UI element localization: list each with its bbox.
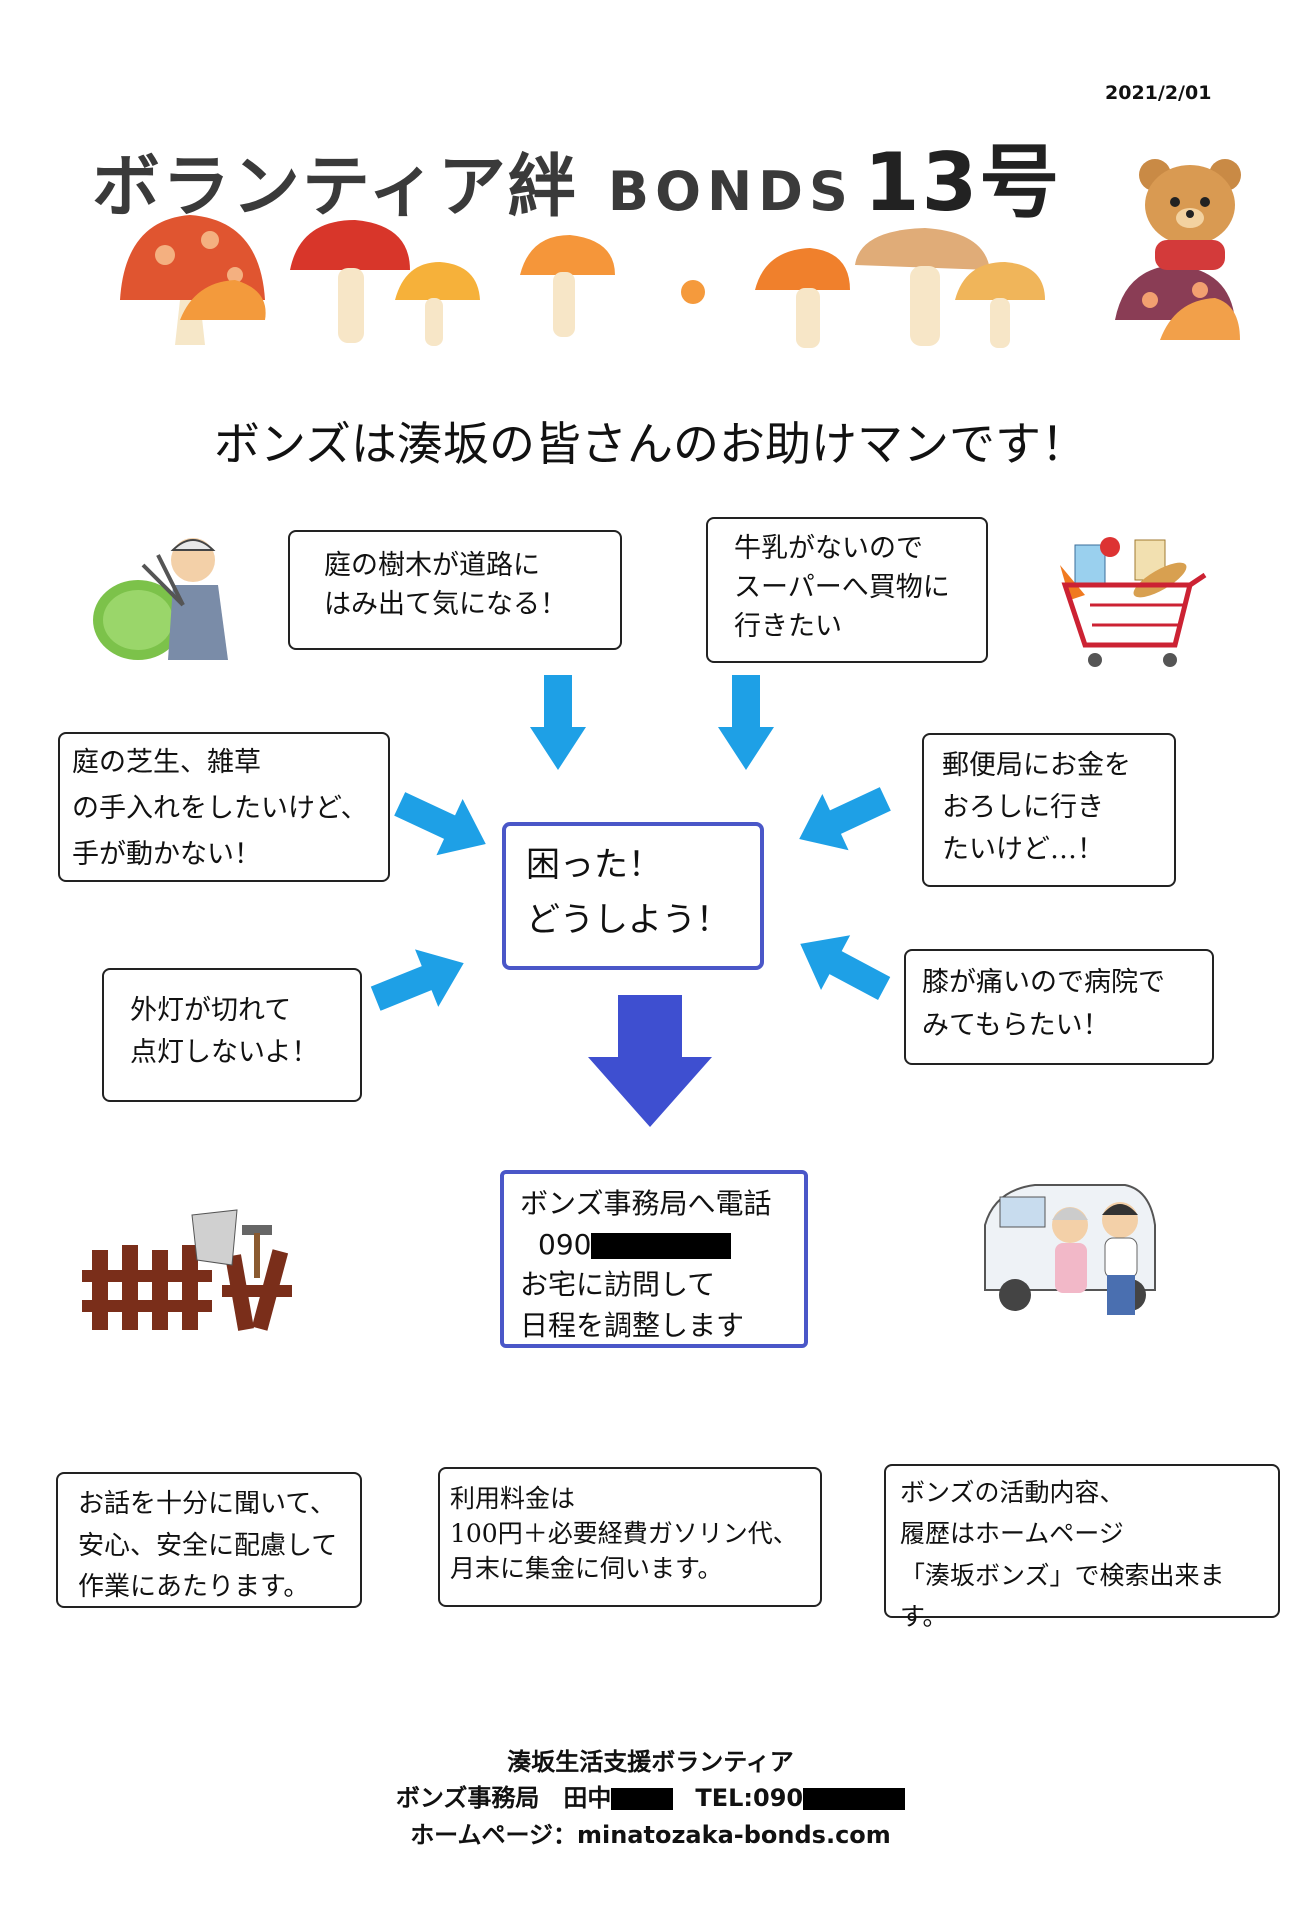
footer-office: ボンズ事務局 田中 [395,1784,612,1812]
info-web: ボンズの活動内容、 履歴はホームページ 「湊坂ボンズ」で検索出来ます。 [884,1464,1280,1631]
info-fee: 利用料金は 100円＋必要経費ガソリン代、 月末に集金に伺います。 [438,1467,822,1607]
shopping-cart-icon [1060,537,1207,667]
office-phone: 090 [520,1225,788,1266]
redacted-tel [803,1788,906,1810]
office-phone-prefix: 090 [538,1227,592,1261]
concern-lawn: 庭の芝生、雑草 の手入れをしたいけど、 手が動かない！ [58,732,390,882]
title-jp: ボランティア絆 [92,148,578,227]
concern-street-light: 外灯が切れて 点灯しないよ！ [102,968,362,1102]
concern-hospital: 膝が痛いので病院で みてもらたい！ [904,949,1214,1065]
office-visit-text: お宅に訪問して [520,1268,716,1302]
info-care: お話を十分に聞いて、 安心、安全に配慮して 作業にあたります。 [56,1472,362,1608]
office-contact-box: ボンズ事務局へ電話 090 お宅に訪問して 日程を調整します [500,1170,808,1348]
arrow-right-upper-icon [394,792,486,856]
arrow-left-upper-icon [799,787,891,851]
concern-shopping: 牛乳がないので スーパーへ買物に 行きたい [706,517,988,663]
issue-number: 13号 [863,136,1062,229]
mushroom-icon [120,215,1240,348]
trouble-center-box: 困った！ どうしよう！ [502,822,764,970]
footer-homepage: ホームページ：minatozaka-bonds.com [410,1821,891,1849]
redacted-phone [591,1233,732,1260]
office-schedule-text: 日程を調整します [520,1308,745,1342]
bear-icon [1139,159,1241,270]
office-call-text: ボンズ事務局へ電話 [520,1187,772,1220]
fence-tools-icon [82,1209,292,1331]
concern-garden-trees: 庭の樹木が道路に はみ出て気になる！ [288,530,622,650]
arrow-left-lower-icon [800,935,891,1000]
issue-date: 2021/2/01 [1105,82,1212,104]
footer-tel: TEL:090 [695,1784,804,1812]
gardener-icon [93,538,228,660]
title-en: BONDS [607,160,854,223]
car-helper-icon [984,1184,1156,1315]
concern-post-office: 郵便局にお金を おろしに行き たいけど…！ [922,733,1176,887]
arrow-right-lower-icon [370,949,464,1011]
arrow-down-left-icon [530,675,586,770]
footer-org: 湊坂生活支援ボランティア [507,1748,794,1776]
arrow-big-down-icon [588,995,712,1127]
footer-contact: ボンズ事務局 田中 TEL:090 [0,1778,1301,1813]
redacted-name [611,1788,674,1810]
arrow-down-right-icon [718,675,774,770]
headline: ボンズは湊坂の皆さんのお助けマンです！ [213,417,1088,471]
